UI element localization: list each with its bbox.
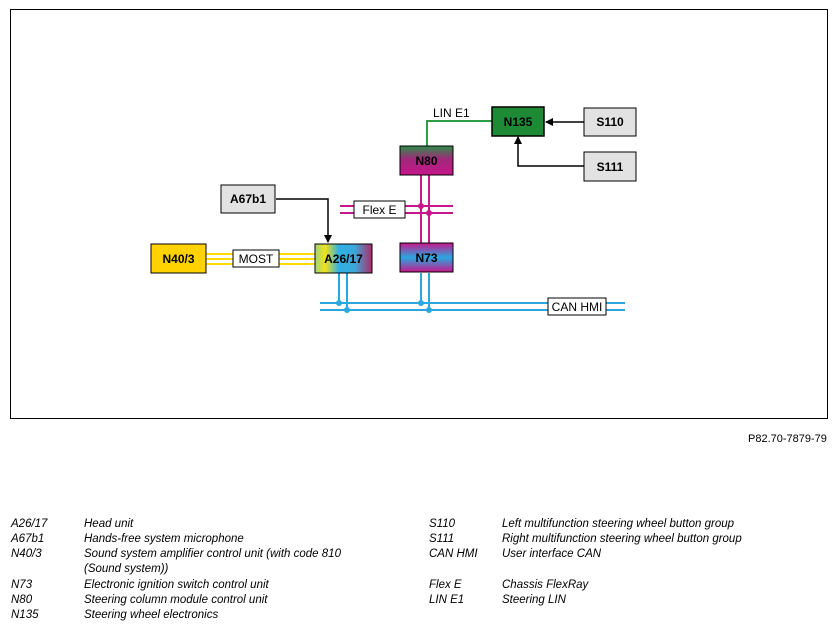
lin-label: LIN E1	[433, 106, 470, 120]
legend-desc: Steering wheel electronics	[84, 609, 219, 621]
node-n40-3: N40/3	[150, 243, 207, 274]
svg-text:MOST: MOST	[239, 252, 274, 266]
node-a67b1: A67b1	[220, 184, 276, 214]
legend-desc: Electronic ignition switch control unit	[84, 579, 269, 591]
legend-desc: Left multifunction steering wheel button…	[502, 518, 735, 530]
svg-text:S111: S111	[597, 160, 624, 174]
legend-code: A26/17	[11, 518, 48, 530]
legend-desc: Chassis FlexRay	[502, 579, 589, 591]
legend-code: LIN E1	[429, 594, 465, 606]
legend-desc: Right multifunction steering wheel butto…	[502, 533, 742, 545]
legend-code: S111	[429, 533, 455, 545]
node-n80: N80	[399, 145, 454, 176]
legend-code: N40/3	[11, 548, 42, 560]
svg-text:S110: S110	[596, 115, 624, 129]
legend-code: N80	[11, 594, 33, 606]
legend-desc: Hands-free system microphone	[84, 533, 244, 545]
node-s111: S111	[583, 151, 637, 182]
svg-text:Flex E: Flex E	[362, 203, 396, 217]
legend-code: Flex E	[429, 579, 462, 591]
svg-text:N40/3: N40/3	[162, 252, 194, 266]
flex-junctions	[418, 203, 432, 216]
legend-code: CAN HMI	[429, 548, 478, 560]
legend-right: S110 Left multifunction steering wheel b…	[429, 517, 829, 627]
can-label: CAN HMI	[547, 297, 607, 316]
legend-desc: Steering LIN	[502, 594, 566, 606]
diagram-frame	[10, 9, 828, 419]
legend-desc: (Sound system))	[84, 563, 169, 575]
legend-code: N135	[11, 609, 39, 621]
svg-text:N80: N80	[415, 154, 437, 168]
legend-code: A67b1	[11, 533, 45, 545]
node-n135: N135	[491, 106, 545, 137]
legend-desc: User interface CAN	[502, 548, 602, 560]
lin-bus	[426, 120, 492, 146]
legend-desc: Head unit	[84, 518, 134, 530]
legend-left: A26/17 Head unit A67b1 Hands-free system…	[11, 517, 411, 627]
legend-code: S110	[429, 518, 456, 530]
a67b1-to-a26-arrow	[276, 198, 332, 243]
node-s110: S110	[583, 107, 637, 137]
s111-to-n135-arrow	[514, 136, 584, 167]
svg-text:N135: N135	[504, 115, 533, 129]
svg-text:LIN E1: LIN E1	[433, 106, 470, 120]
flex-label: Flex E	[353, 200, 406, 219]
svg-text:A67b1: A67b1	[230, 192, 266, 206]
svg-text:N73: N73	[415, 251, 437, 265]
legend-desc: Steering column module control unit	[84, 594, 268, 606]
can-junctions	[336, 300, 432, 313]
figure-reference: P82.70-7879-79	[748, 433, 827, 445]
node-a26-17: A26/17	[314, 243, 373, 274]
svg-text:CAN HMI: CAN HMI	[552, 300, 603, 314]
node-n73: N73	[399, 242, 454, 273]
legend-code: N73	[11, 579, 33, 591]
svg-text:A26/17: A26/17	[324, 252, 363, 266]
legend-desc: Sound system amplifier control unit (wit…	[84, 548, 341, 560]
most-label: MOST	[232, 249, 280, 268]
